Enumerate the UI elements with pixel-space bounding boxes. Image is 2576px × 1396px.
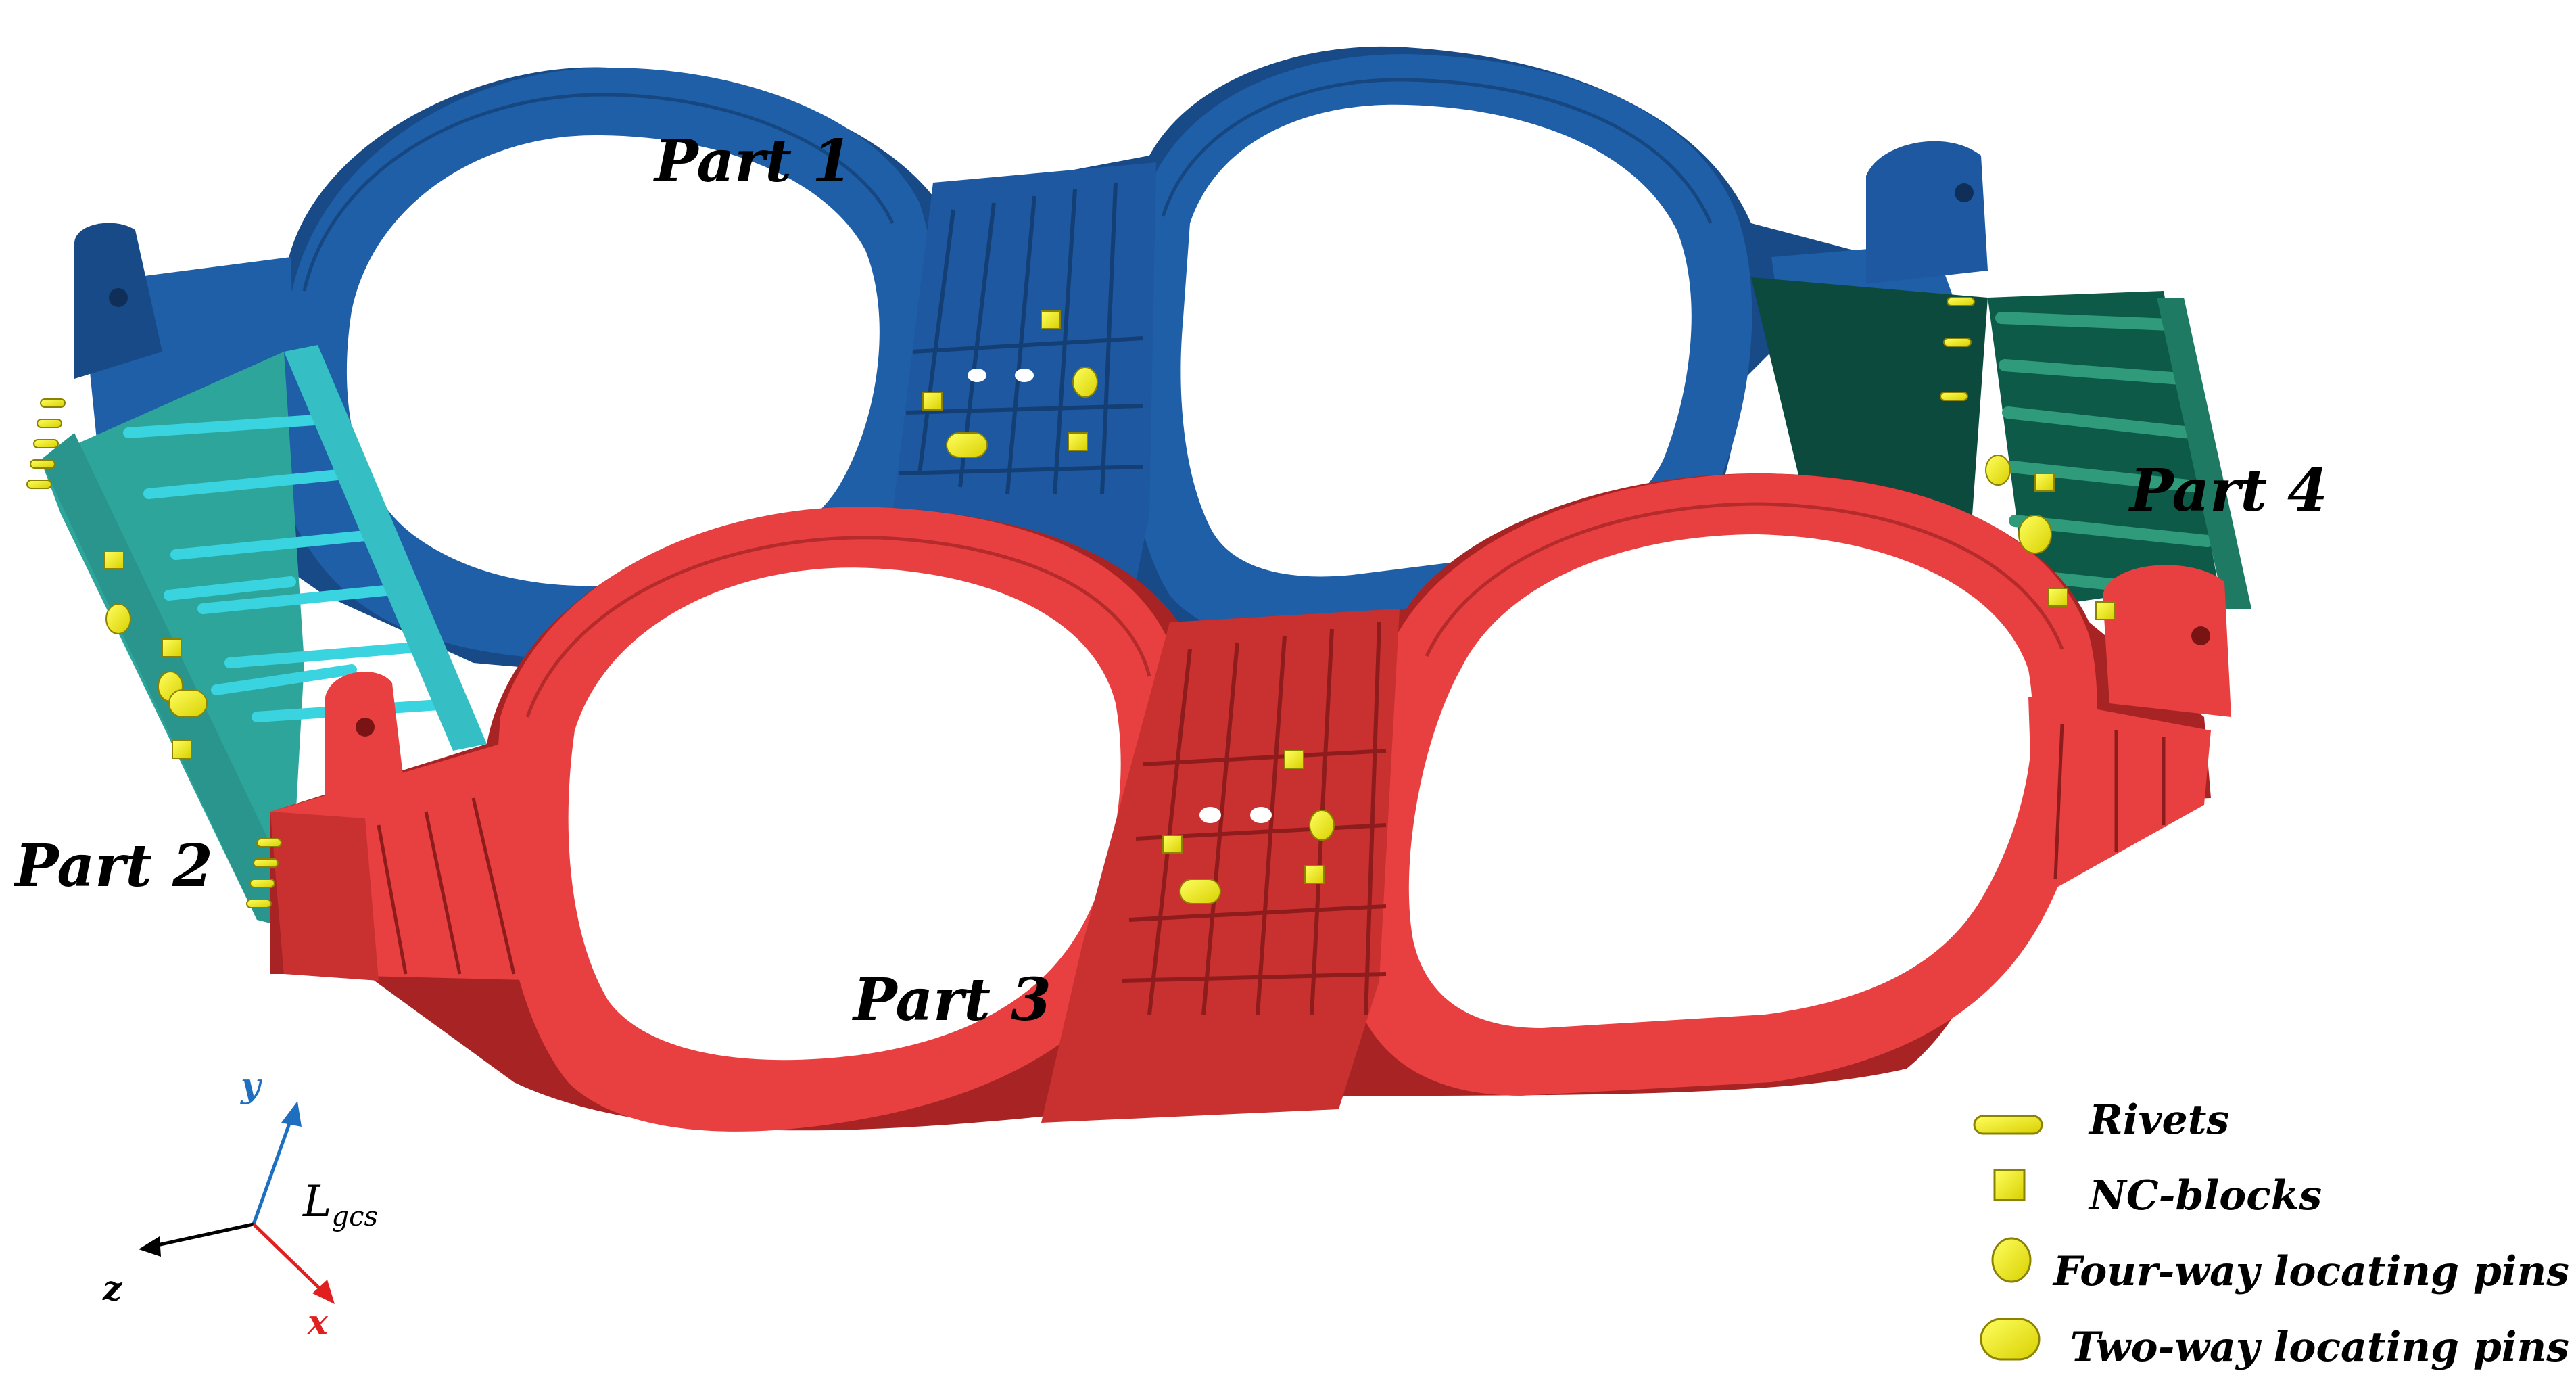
- rivet: [246, 899, 272, 908]
- rivet: [253, 858, 279, 868]
- two-way-pin-icon: [1980, 1318, 2041, 1361]
- rivet: [30, 459, 55, 469]
- legend-label: Two-way locating pins: [2070, 1324, 2569, 1371]
- legend: Rivets NC-blocks Four-way locating pins …: [1961, 1082, 2569, 1385]
- part3-label: Part 3: [853, 966, 1051, 1034]
- z-axis-label: z: [103, 1268, 122, 1308]
- four-way-pin-icon: [1991, 1237, 2032, 1283]
- nc-block: [922, 392, 943, 411]
- legend-label: NC-blocks: [2089, 1172, 2322, 1219]
- x-axis-label: x: [308, 1302, 328, 1342]
- legend-item-four-way-pins: Four-way locating pins: [1961, 1234, 2569, 1309]
- legend-spacer: [1961, 1086, 2089, 1154]
- rivet: [37, 419, 62, 428]
- nc-blocks-group: [104, 310, 2116, 884]
- rivet: [1940, 392, 1968, 401]
- legend-spacer: [1961, 1162, 2089, 1230]
- coordinate-system-label: Lgcs: [303, 1177, 378, 1232]
- two-way-pin: [1179, 879, 1221, 904]
- legend-label: Rivets: [2089, 1096, 2230, 1144]
- legend-spacer: [1961, 1238, 2053, 1305]
- part4-label: Part 4: [2130, 457, 2328, 525]
- lgcs-sub: gcs: [331, 1201, 379, 1232]
- lgcs-main: L: [303, 1177, 332, 1227]
- rivet-icon: [1973, 1115, 2043, 1135]
- y-axis-arrow: [252, 1115, 294, 1225]
- nc-block: [1284, 750, 1304, 769]
- nc-block: [1068, 432, 1088, 451]
- legend-spacer: [1961, 1313, 2070, 1381]
- z-axis-arrow: [153, 1222, 254, 1248]
- part1-frame: [74, 46, 1988, 677]
- rivets-group: [26, 297, 1975, 908]
- part1-label: Part 1: [654, 127, 853, 195]
- legend-item-two-way-pins: Two-way locating pins: [1961, 1309, 2569, 1385]
- four-way-pin: [1309, 810, 1335, 841]
- legend-label: Four-way locating pins: [2053, 1248, 2569, 1295]
- x-axis-arrow: [252, 1223, 325, 1293]
- legend-icons: [1973, 1115, 2043, 1361]
- four-way-pin: [1985, 455, 2011, 486]
- four-way-pin: [2018, 515, 2052, 554]
- y-axis-label: y: [241, 1065, 261, 1105]
- legend-item-nc-blocks: NC-blocks: [1961, 1158, 2569, 1234]
- rivet: [249, 879, 275, 888]
- nc-block: [1162, 835, 1183, 854]
- nc-block-icon: [1993, 1169, 2026, 1201]
- coordinate-axes: [139, 1101, 335, 1304]
- part2-label: Part 2: [15, 832, 213, 900]
- nc-block: [2034, 473, 2055, 492]
- nc-block: [162, 638, 182, 657]
- nc-block: [104, 551, 124, 569]
- rivet: [1943, 338, 1972, 347]
- four-way-pin: [105, 603, 131, 634]
- nc-block: [1304, 865, 1325, 884]
- rivet: [256, 838, 282, 847]
- part3-frame: [270, 473, 2231, 1132]
- four-way-pin: [1072, 367, 1098, 398]
- nc-block: [2048, 588, 2068, 607]
- nc-block: [2095, 601, 2116, 620]
- nc-block: [172, 740, 192, 759]
- legend-item-rivets: Rivets: [1961, 1082, 2569, 1158]
- two-way-pins-group: [168, 432, 1221, 904]
- rivet: [33, 439, 59, 448]
- rivet: [40, 398, 66, 408]
- rivet: [26, 480, 52, 489]
- rivet: [1947, 297, 1975, 306]
- four-way-pins-group: [105, 367, 2052, 841]
- two-way-pin: [168, 689, 208, 718]
- two-way-pin: [946, 432, 988, 458]
- nc-block: [1041, 310, 1061, 329]
